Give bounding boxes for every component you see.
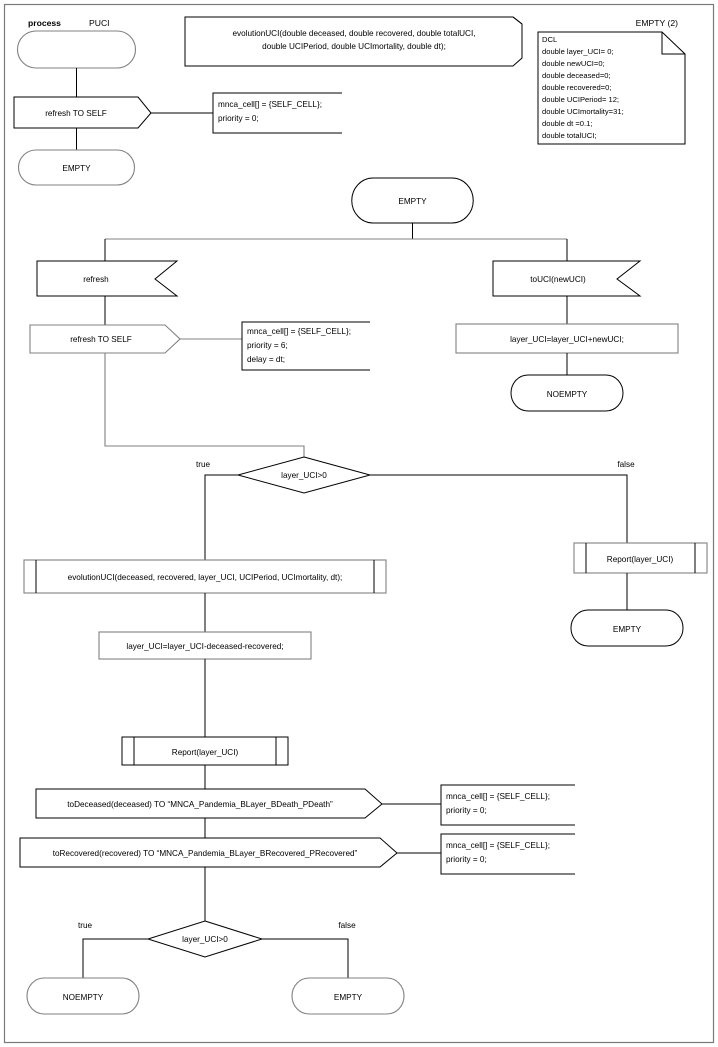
state-noempty-right-symbol[interactable]: NOEMPTY (510, 374, 624, 412)
call-evolution-label: evolutionUCI(deceased, recovered, layer_… (68, 573, 343, 582)
state-empty-bottom-symbol[interactable]: EMPTY (291, 977, 405, 1015)
note-4-line-1: priority = 0; (446, 855, 487, 864)
output-refresh-to-self-2[interactable]: refresh TO SELF (29, 324, 181, 354)
task-add-uci-symbol[interactable]: layer_UCI=layer_UCI+newUCI; (455, 323, 679, 354)
call-report-main-label: Report(layer_UCI) (172, 748, 239, 757)
note-1-line-1: priority = 0; (218, 114, 259, 123)
note-4-line-0: mnca_cell[] = {SELF_CELL}; (446, 841, 550, 850)
call-evolution-symbol[interactable]: evolutionUCI(deceased, recovered, layer_… (23, 559, 387, 594)
call-report-right-symbol[interactable]: Report(layer_UCI) (573, 542, 708, 574)
decision-1-false-label: false (617, 460, 635, 469)
state-empty-right-label: EMPTY (613, 625, 642, 634)
output-recovered-symbol[interactable]: toRecovered(recovered) TO “MNCA_Pandemia… (19, 837, 398, 868)
procedure-decl-line2: double UCIPeriod, double UCImortality, d… (262, 42, 446, 51)
task-subtract-symbol[interactable]: layer_UCI=layer_UCI-deceased-recovered; (98, 631, 312, 660)
decision-2-symbol[interactable]: layer_UCI>0 (146, 920, 264, 958)
output-deceased-symbol[interactable]: toDeceased(deceased) TO “MNCA_Pandemia_B… (35, 788, 383, 819)
comment-note-3: mnca_cell[] = {SELF_CELL}; priority = 0; (440, 784, 575, 826)
dcl-line-5: double UCImortality=31; (542, 107, 624, 116)
state-empty-1-label: EMPTY (62, 164, 91, 173)
task-subtract-label: layer_UCI=layer_UCI-deceased-recovered; (126, 642, 283, 651)
note-1-line-0: mnca_cell[] = {SELF_CELL}; (218, 100, 322, 109)
state-noempty-bottom-symbol[interactable]: NOEMPTY (26, 977, 140, 1015)
dcl-note-symbol[interactable]: DCL double layer_UCI= 0; double newUCI=0… (537, 31, 686, 145)
dcl-line-4: double UCIPeriod= 12; (542, 95, 619, 104)
procedure-decl-line1: evolutionUCI(double deceased, double rec… (232, 29, 475, 38)
note-3-line-1: priority = 0; (446, 806, 487, 815)
input-refresh-label: refresh (83, 275, 109, 284)
page-frame (3, 3, 715, 1044)
decision-1-symbol[interactable]: layer_UCI>0 (236, 456, 372, 494)
note-2-line-1: priority = 6; (247, 341, 288, 350)
decision-1-true-label: true (196, 460, 211, 469)
output-refresh-to-self-1-label: refresh TO SELF (45, 109, 107, 118)
decision-2-true-label: true (78, 921, 93, 930)
procedure-declaration-symbol[interactable]: evolutionUCI(double deceased, double rec… (184, 16, 523, 67)
dcl-line-0: double layer_UCI= 0; (542, 47, 614, 56)
input-refresh-symbol[interactable]: refresh (36, 260, 179, 297)
task-add-uci-label: layer_UCI=layer_UCI+newUCI; (510, 335, 624, 344)
process-keyword: process (28, 18, 61, 28)
note-2-line-2: delay = dt; (247, 355, 285, 364)
dcl-line-2: double deceased=0; (542, 71, 611, 80)
decision-2-false-label: false (338, 921, 356, 930)
state-noempty-bottom-label: NOEMPTY (63, 993, 104, 1002)
input-touci-label: toUCI(newUCI) (530, 275, 586, 284)
note-3-line-0: mnca_cell[] = {SELF_CELL}; (446, 792, 550, 801)
dcl-line-7: double totalUCI; (542, 131, 596, 140)
dcl-title: DCL (542, 35, 557, 44)
call-report-main-symbol[interactable]: Report(layer_UCI) (121, 736, 289, 766)
state-noempty-right-label: NOEMPTY (547, 390, 588, 399)
process-name: PUCI (89, 18, 110, 28)
note-2-line-0: mnca_cell[] = {SELF_CELL}; (247, 327, 351, 336)
output-deceased-label: toDeceased(deceased) TO “MNCA_Pandemia_B… (67, 800, 333, 809)
state-empty-right-symbol[interactable]: EMPTY (570, 609, 684, 647)
input-touci-symbol[interactable]: toUCI(newUCI) (492, 260, 642, 297)
connector-out2-to-decision1 (104, 353, 305, 457)
output-refresh-to-self-2-label: refresh TO SELF (70, 335, 132, 344)
dcl-line-3: double recovered=0; (542, 83, 611, 92)
output-recovered-label: toRecovered(recovered) TO “MNCA_Pandemia… (53, 849, 358, 858)
start-state-symbol[interactable] (17, 30, 136, 69)
page-label: EMPTY (2) (636, 18, 678, 28)
dcl-line-6: double dt =0.1; (542, 119, 592, 128)
state-empty-1-symbol[interactable]: EMPTY (17, 149, 136, 186)
state-empty-main-label: EMPTY (398, 197, 427, 206)
dcl-line-1: double newUCI=0; (542, 59, 605, 68)
comment-note-4: mnca_cell[] = {SELF_CELL}; priority = 0; (440, 833, 575, 875)
connector-decision1-false (370, 474, 628, 543)
comment-note-2: mnca_cell[] = {SELF_CELL}; priority = 6;… (241, 321, 370, 371)
state-empty-bottom-label: EMPTY (334, 993, 363, 1002)
output-refresh-to-self-1[interactable]: refresh TO SELF (13, 96, 152, 129)
connector-decision2-false (262, 938, 349, 978)
connector-decision2-true (82, 938, 148, 978)
decision-2-label: layer_UCI>0 (182, 935, 228, 944)
state-empty-main-symbol[interactable]: EMPTY (351, 177, 474, 224)
connector-decision1-true (204, 474, 238, 560)
comment-note-1: mnca_cell[] = {SELF_CELL}; priority = 0; (212, 92, 342, 134)
call-report-right-label: Report(layer_UCI) (607, 555, 674, 564)
decision-1-label: layer_UCI>0 (281, 471, 327, 480)
